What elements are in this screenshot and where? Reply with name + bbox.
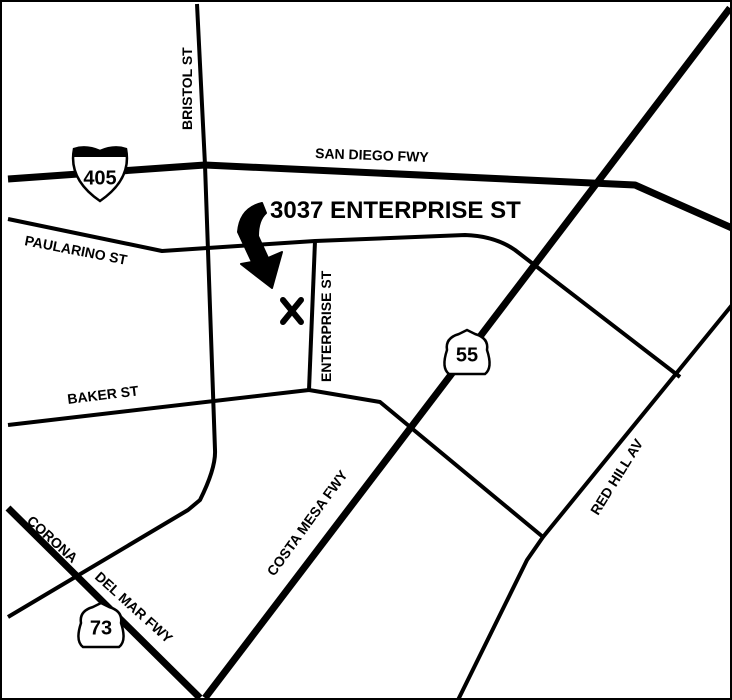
shield-73-number: 73: [90, 617, 112, 639]
red-hill-av-road: [456, 303, 732, 700]
destination-address: 3037 ENTERPRISE ST: [270, 197, 521, 224]
curved-arrow-icon: [237, 202, 283, 289]
shield-405-number: 405: [83, 167, 116, 189]
interstate-405-shield-icon: 405: [71, 146, 129, 203]
san-diego-fwy-label: SAN DIEGO FWY: [315, 145, 430, 165]
route-73-shield-icon: 73: [77, 601, 125, 649]
route-55-shield-icon: 55: [443, 328, 491, 376]
shield-55-number: 55: [456, 344, 478, 366]
x-marker-icon: [280, 297, 304, 325]
baker-st-road: [7, 388, 545, 539]
corona-del-mar-fwy-road: [5, 505, 203, 700]
bristol-st-road: [6, 3, 218, 619]
paularino-st-road: [7, 217, 682, 379]
bristol-st-label: BRISTOL ST: [179, 47, 195, 130]
enterprise-st-road: [307, 240, 317, 391]
enterprise-st-label: ENTERPRISE ST: [318, 270, 334, 382]
